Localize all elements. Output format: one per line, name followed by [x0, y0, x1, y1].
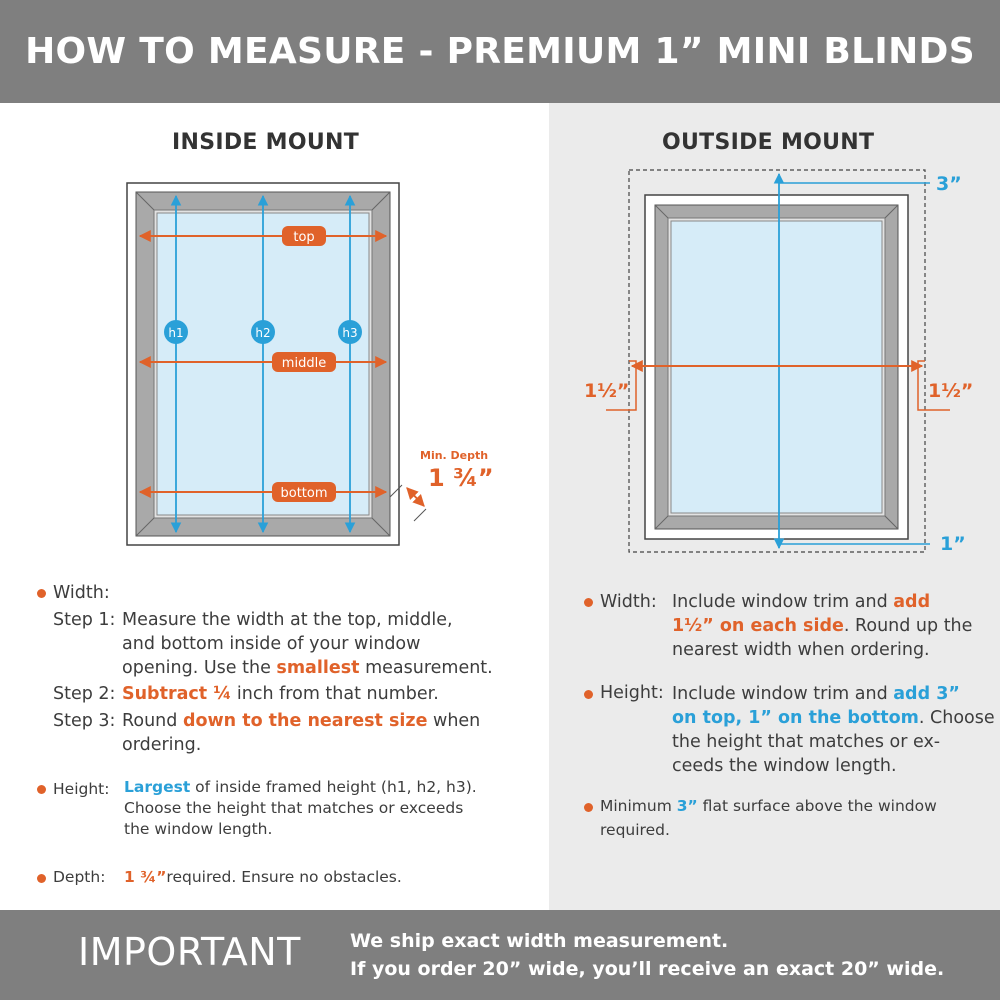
- h3-badge: [338, 320, 362, 344]
- header-banner: HOW TO MEASURE - PREMIUM 1” MINI BLINDS: [0, 0, 1000, 103]
- bullet-dot: [37, 874, 46, 883]
- step1-line-2: and bottom inside of your window: [122, 634, 421, 654]
- step2-label: Step 2:: [53, 684, 116, 704]
- minimum-surface-line-2: required.: [600, 821, 670, 839]
- bullet-dot: [584, 803, 593, 812]
- h1-badge: [164, 320, 188, 344]
- outside-height-line-1: Include window trim and add 3”: [672, 684, 960, 704]
- outside-height-line-2: on top, 1” on the bottom. Choose: [672, 708, 995, 728]
- bullet-dot: [584, 598, 593, 607]
- outside-width-line-2: 1½” on each side. Round up the: [672, 616, 973, 636]
- step2-text: Subtract ¼ inch from that number.: [122, 684, 439, 704]
- outside-mount-title: OUTSIDE MOUNT: [662, 130, 875, 155]
- step1-line-1: Measure the width at the top, middle,: [122, 610, 453, 630]
- middle-label: middle: [282, 356, 326, 371]
- outside-dim-left: 1½”: [584, 380, 629, 402]
- h2-badge: [251, 320, 275, 344]
- outside-dim-bottom: 1”: [940, 533, 966, 555]
- step3-line-2: ordering.: [122, 735, 202, 755]
- page-title: HOW TO MEASURE - PREMIUM 1” MINI BLINDS: [25, 31, 975, 72]
- bullet-dot: [37, 785, 46, 794]
- bullet-dot: [584, 690, 593, 699]
- inside-height-line-2: Choose the height that matches or exceed…: [124, 799, 464, 817]
- depth-value: 1 ¾”: [428, 464, 494, 492]
- inside-height-label: Height:: [53, 780, 110, 798]
- important-heading: IMPORTANT: [78, 930, 301, 974]
- h3-label: h3: [342, 326, 357, 340]
- outside-width-line-3: nearest width when ordering.: [672, 640, 930, 660]
- outside-mount-diagram: 3” 1” 1½” 1½”: [584, 169, 973, 555]
- inside-height-line-1: Largest of inside framed height (h1, h2,…: [124, 778, 477, 796]
- bullet-dot: [37, 589, 46, 598]
- bottom-label-pill: [272, 482, 336, 502]
- outside-height-label: Height:: [600, 683, 664, 703]
- top-label-pill: [282, 226, 326, 246]
- step3-label: Step 3:: [53, 711, 116, 731]
- minimum-surface-line-1: Minimum 3” flat surface above the window: [600, 797, 937, 815]
- outside-dim-right: 1½”: [928, 380, 973, 402]
- outside-width-line-1: Include window trim and add: [672, 592, 931, 612]
- inside-height-line-3: the window length.: [124, 820, 273, 838]
- important-note-1: We ship exact width measurement.: [350, 930, 729, 952]
- step3-line-1: Round down to the nearest size when: [122, 711, 481, 731]
- top-label: top: [293, 230, 314, 245]
- middle-label-pill: [272, 352, 336, 372]
- inside-depth-text: 1 ¾”required. Ensure no obstacles.: [124, 868, 402, 886]
- outside-width-label: Width:: [600, 592, 657, 612]
- outside-height-line-4: ceeds the window length.: [672, 756, 897, 776]
- depth-caption: Min. Depth: [420, 449, 488, 462]
- inside-mount-title: INSIDE MOUNT: [172, 130, 360, 155]
- step1-label: Step 1:: [53, 610, 116, 630]
- h1-label: h1: [168, 326, 183, 340]
- depth-arrow: [406, 487, 425, 507]
- inside-mount-diagram: top middle bottom h1 h2 h3 Min. Depth 1 …: [126, 182, 494, 546]
- h2-label: h2: [255, 326, 270, 340]
- inside-width-heading: Width:: [53, 583, 110, 603]
- inside-depth-label: Depth:: [53, 868, 106, 886]
- outside-height-line-3: the height that matches or ex-: [672, 732, 941, 752]
- important-note-2: If you order 20” wide, you’ll receive an…: [350, 958, 945, 980]
- bottom-label: bottom: [280, 486, 327, 501]
- important-banner: [0, 910, 1000, 1000]
- outside-dim-top: 3”: [936, 173, 962, 195]
- step1-line-3: opening. Use the smallest measurement.: [122, 658, 493, 678]
